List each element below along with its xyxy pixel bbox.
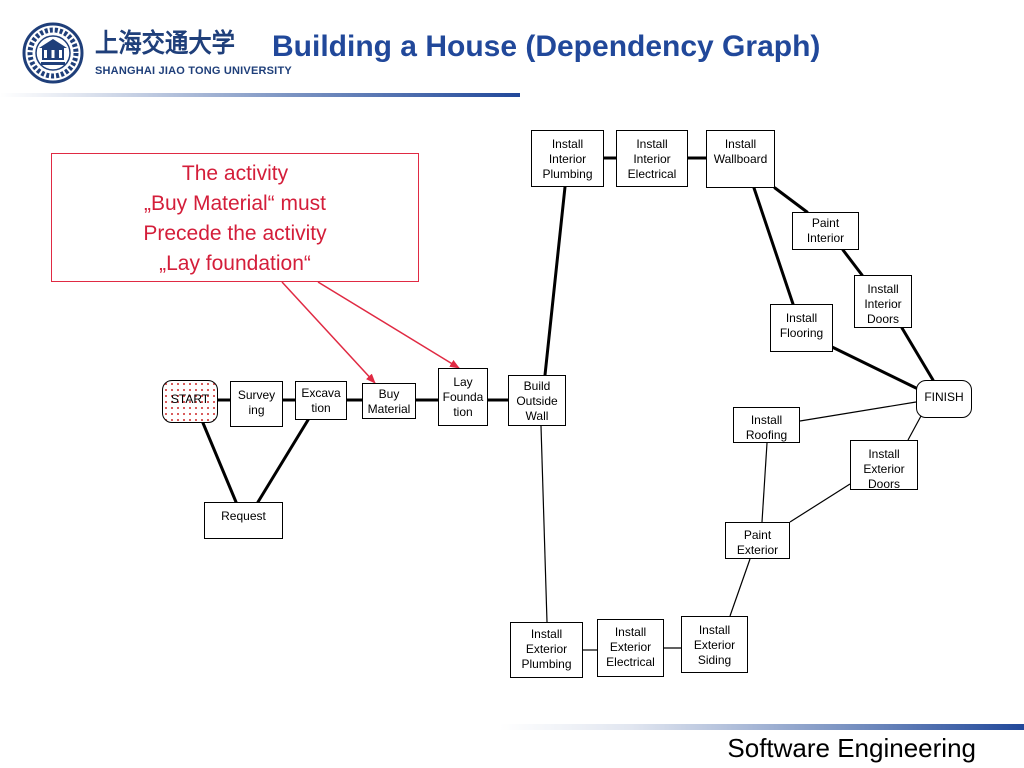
edge-request-excavation <box>256 418 310 504</box>
edge-interior-doors-finish <box>900 326 935 382</box>
title-underline-divider <box>0 93 520 97</box>
edge-paint-interior-interior-doors <box>841 248 864 277</box>
node-request: Request <box>204 502 283 539</box>
note-arrow-to-lay-foundation <box>317 281 460 369</box>
edge-wallboard-paint-interior <box>773 186 809 214</box>
node-install-roofing: Install Roofing <box>733 407 800 443</box>
node-surveying: Survey ing <box>230 381 283 427</box>
edge-build-wall-interior-plumbing <box>543 185 567 377</box>
node-install-exterior-plumbing: Install Exterior Plumbing <box>510 622 583 678</box>
footer-course-name: Software Engineering <box>727 733 976 763</box>
node-lay-foundation: Lay Founda tion <box>438 368 488 426</box>
node-install-exterior-doors: Install Exterior Doors <box>850 440 918 491</box>
logo-chinese-text: 上海交通大学 <box>95 28 235 58</box>
node-paint-interior: Paint Interior <box>792 212 859 250</box>
node-install-flooring: Install Flooring <box>770 304 833 352</box>
footer-divider <box>500 724 1024 730</box>
node-start: START <box>162 380 218 423</box>
university-english-name: SHANGHAI JIAO TONG UNIVERSITY <box>95 65 292 77</box>
edge-paint-exterior-roofing <box>761 442 768 523</box>
edge-paint-exterior-exterior-doors <box>789 483 851 523</box>
university-seal-logo <box>22 22 84 84</box>
edge-wallboard-flooring <box>752 186 795 306</box>
node-excavation: Excava tion <box>295 381 347 420</box>
node-build-outside-wall: Build Outside Wall <box>508 375 566 426</box>
node-install-exterior-electrical: Install Exterior Electrical <box>597 619 664 677</box>
edge-flooring-finish <box>828 344 918 390</box>
node-install-interior-plumbing: Install Interior Plumbing <box>531 130 604 187</box>
node-install-wallboard: Install Wallboard <box>706 130 775 188</box>
edge-start-request <box>201 421 238 504</box>
note-arrow-to-buy-material <box>281 281 376 384</box>
node-install-interior-doors: Install Interior Doors <box>854 275 912 328</box>
edge-exterior-siding-paint-exterior <box>729 558 751 617</box>
edge-exterior-doors-finish <box>907 415 922 441</box>
edge-build-wall-exterior-plumbing <box>540 425 548 623</box>
node-buy-material: Buy Material <box>362 383 416 419</box>
note-text: The activity „Buy Material“ must Precede… <box>143 162 327 275</box>
page-title: Building a House (Dependency Graph) <box>272 30 821 63</box>
edge-roofing-finish <box>799 401 917 422</box>
dependency-note-callout: The activity „Buy Material“ must Precede… <box>51 153 419 282</box>
node-paint-exterior: Paint Exterior <box>725 522 790 559</box>
university-chinese-name-logo: 上海交通大学 <box>95 28 235 58</box>
node-install-exterior-siding: Install Exterior Siding <box>681 616 748 673</box>
node-finish: FINISH <box>916 380 972 418</box>
node-install-interior-electrical: Install Interior Electrical <box>616 130 688 187</box>
